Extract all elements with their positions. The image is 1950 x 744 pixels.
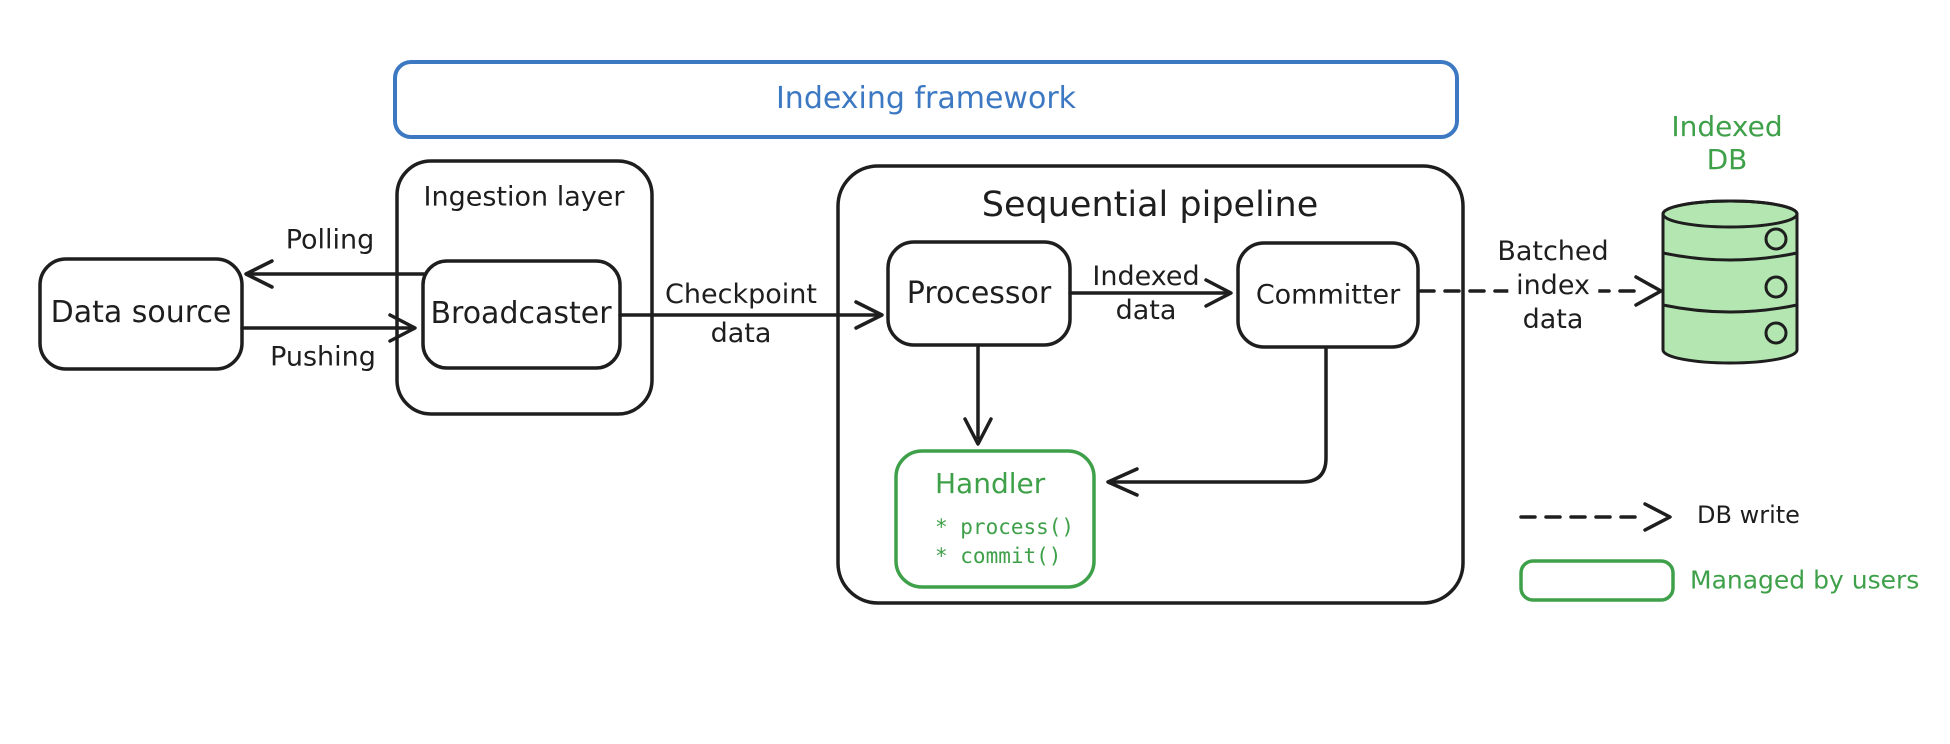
indexed-db-label-line1: Indexed	[1671, 110, 1783, 143]
committer-to-handler-arrow	[1106, 347, 1328, 497]
checkpoint-data-label-line1: Checkpoint	[665, 279, 817, 310]
batched-index-data-label-line1: Batched	[1497, 236, 1609, 267]
polling-arrow	[244, 259, 426, 289]
handler-method-commit: * commit()	[935, 544, 1062, 568]
sequential-pipeline-label: Sequential pipeline	[981, 184, 1319, 225]
processor-label: Processor	[906, 275, 1052, 311]
db-dot-3	[1764, 321, 1788, 345]
indexed-data-label: Indexed data	[1092, 260, 1199, 328]
indexed-data-label-line1: Indexed	[1092, 261, 1200, 292]
legend-managed-by-users-label: Managed by users	[1690, 565, 1920, 595]
checkpoint-data-label-line2: data	[710, 318, 772, 349]
broadcaster-label: Broadcaster	[430, 295, 612, 331]
batched-index-arrowhead	[1634, 275, 1663, 307]
db-separator-2	[1661, 303, 1799, 314]
checkpoint-arrow	[618, 300, 884, 330]
indexing-framework-frame	[393, 60, 1459, 139]
batched-index-data-label: Batched index data	[1497, 235, 1608, 337]
db-dot-1	[1764, 227, 1788, 251]
committer-box	[1236, 241, 1420, 349]
legend-db-write-arrowhead	[1643, 502, 1672, 532]
pushing-arrow	[240, 313, 417, 343]
data-source-label: Data source	[50, 294, 232, 330]
handler-methods: * process() * commit()	[935, 513, 1074, 571]
polling-label: Polling	[285, 224, 375, 256]
indexed-db-label: Indexed DB	[1671, 110, 1782, 176]
batched-index-data-label-line2: index	[1508, 269, 1598, 303]
polling-arrowhead	[244, 259, 274, 289]
db-dot-2	[1764, 275, 1788, 299]
batched-index-data-label-line3: data	[1522, 304, 1584, 335]
legend-db-write-arrow	[1519, 502, 1672, 532]
ingestion-layer-label: Ingestion layer	[423, 181, 625, 213]
handler-method-process: * process()	[935, 515, 1075, 539]
committer-to-handler-arrowhead	[1106, 467, 1139, 497]
processor-to-handler-arrow	[963, 345, 993, 446]
processor-to-handler-arrowhead	[963, 417, 993, 446]
db-separator-1	[1661, 251, 1799, 262]
db-body	[1661, 199, 1799, 365]
indexed-data-arrow	[1068, 278, 1233, 308]
pushing-arrowhead	[388, 313, 417, 343]
pushing-label: Pushing	[270, 341, 376, 373]
sequential-pipeline-box	[836, 164, 1465, 605]
data-source-box	[38, 257, 244, 371]
checkpoint-arrowhead	[854, 300, 884, 330]
checkpoint-data-label: Checkpoint data	[665, 275, 817, 353]
legend-managed-box	[1519, 559, 1675, 602]
indexed-data-label-line2: data	[1115, 295, 1177, 326]
handler-title: Handler	[935, 466, 1046, 500]
legend-db-write-label: DB write	[1697, 501, 1800, 530]
handler-box	[894, 449, 1096, 589]
indexed-db-label-line2: DB	[1706, 143, 1748, 176]
ingestion-layer-box	[395, 159, 654, 416]
indexing-framework-label: Indexing framework	[775, 80, 1077, 116]
indexed-db-cylinder	[1661, 199, 1799, 365]
db-top-ellipse	[1661, 199, 1799, 229]
indexed-data-arrowhead	[1204, 278, 1233, 308]
committer-label: Committer	[1255, 279, 1401, 311]
